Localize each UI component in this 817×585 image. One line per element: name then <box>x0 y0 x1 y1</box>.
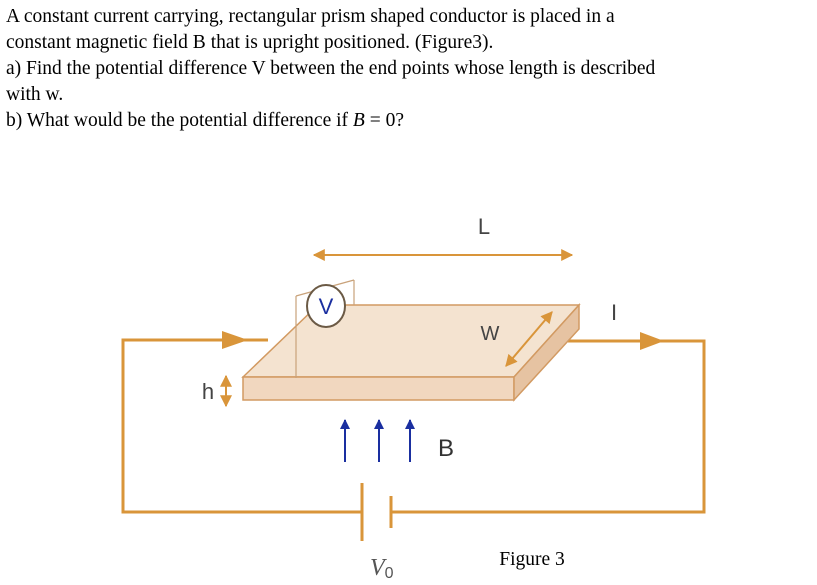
label-B: B <box>438 435 454 462</box>
prism-conductor <box>241 303 581 402</box>
question-text: A constant current carrying, rectangular… <box>6 4 814 134</box>
voltage-source <box>360 483 393 541</box>
label-L: L <box>478 214 490 239</box>
question-line-5-prefix: b) What would be the potential differenc… <box>6 110 353 131</box>
label-h: h <box>202 379 214 404</box>
label-V0: V0 <box>370 555 394 582</box>
question-line-3: a) Find the potential difference V betwe… <box>6 58 656 79</box>
width-arrow-W <box>505 311 553 367</box>
wire-right <box>391 339 706 514</box>
question-line-4: with w. <box>6 84 64 105</box>
question-line-5: b) What would be the potential differenc… <box>6 108 814 134</box>
question-line-2: constant magnetic field B that is uprigh… <box>6 32 494 53</box>
question-line-1: A constant current carrying, rectangular… <box>6 6 615 27</box>
current-arrow-right <box>640 332 664 350</box>
label-V0-main: V <box>370 555 387 581</box>
current-arrow-left <box>222 331 248 349</box>
voltmeter: V <box>306 284 346 328</box>
figure-caption: Figure 3 <box>499 549 565 570</box>
voltmeter-label: V <box>319 294 334 319</box>
question-line-5-suffix: = 0? <box>364 110 404 131</box>
label-W: W <box>481 323 500 345</box>
prism-front-face <box>242 376 515 401</box>
label-I: I <box>611 300 617 325</box>
magnetic-field-arrows <box>340 419 415 462</box>
question-line-5-math: B <box>352 110 365 131</box>
voltmeter-circle <box>306 284 346 328</box>
circuit-wire <box>121 338 706 514</box>
label-V0-sub: 0 <box>385 565 394 582</box>
wire-left <box>121 338 362 514</box>
